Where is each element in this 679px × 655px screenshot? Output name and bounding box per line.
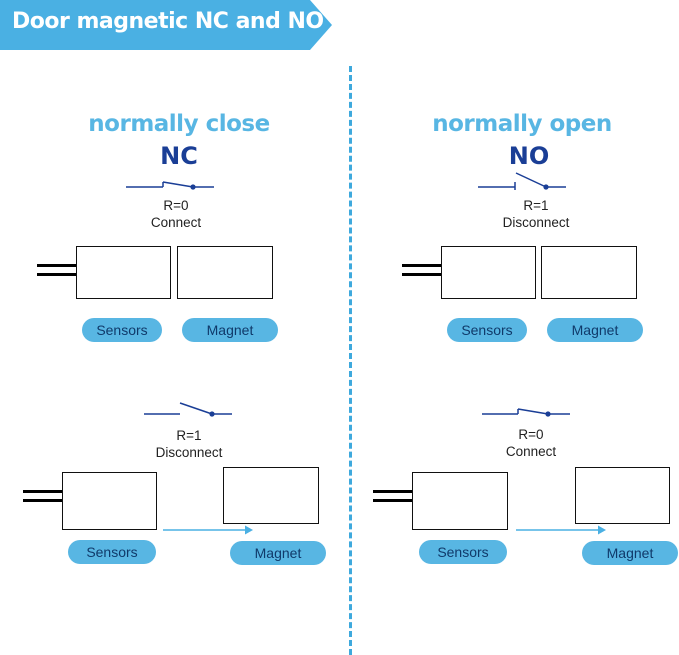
nc-switch-open-icon — [144, 402, 232, 417]
magnet-box — [575, 467, 670, 524]
magnet-label: Magnet — [182, 318, 278, 342]
move-arrow-icon — [516, 525, 606, 535]
center-divider — [349, 66, 352, 655]
no-closed-status: Connect — [505, 444, 557, 459]
no-open-r: R=1 — [523, 198, 549, 213]
magnet-label: Magnet — [582, 541, 678, 565]
no-switch-open-icon — [478, 172, 566, 190]
sensor-cable — [37, 264, 77, 276]
sensor-cable — [23, 490, 63, 502]
nc-open-state: R=1 Disconnect — [129, 427, 249, 461]
nc-heading: normally close — [88, 111, 270, 137]
move-arrow-icon — [163, 525, 253, 535]
nc-open-status: Disconnect — [155, 445, 223, 460]
nc-open-r: R=1 — [176, 428, 202, 443]
sensor-box — [62, 472, 157, 530]
sensor-cable — [402, 264, 442, 276]
magnet-box — [177, 246, 273, 299]
no-closed-state: R=0 Connect — [471, 426, 591, 460]
nc-closed-state: R=0 Connect — [116, 197, 236, 231]
nc-switch-closed-icon — [126, 181, 214, 190]
no-heading: normally open — [432, 111, 612, 137]
no-open-status: Disconnect — [502, 215, 570, 230]
sensor-box — [441, 246, 536, 299]
banner-title: Door magnetic NC and NO — [12, 9, 324, 34]
sensors-label: Sensors — [68, 540, 156, 564]
no-open-state: R=1 Disconnect — [476, 197, 596, 231]
nc-code: NC — [160, 142, 198, 170]
title-banner — [0, 0, 332, 50]
sensors-label: Sensors — [447, 318, 527, 342]
sensor-box — [76, 246, 171, 299]
magnet-label: Magnet — [547, 318, 643, 342]
nc-closed-status: Connect — [150, 215, 202, 230]
magnet-label: Magnet — [230, 541, 326, 565]
sensors-label: Sensors — [419, 540, 507, 564]
sensor-box — [412, 472, 508, 530]
magnet-box — [541, 246, 637, 299]
sensor-cable — [373, 490, 413, 502]
magnet-box — [223, 467, 319, 524]
no-switch-closed-icon — [482, 408, 570, 417]
no-code: NO — [508, 142, 550, 170]
no-closed-r: R=0 — [518, 427, 544, 442]
sensors-label: Sensors — [82, 318, 162, 342]
nc-closed-r: R=0 — [163, 198, 189, 213]
